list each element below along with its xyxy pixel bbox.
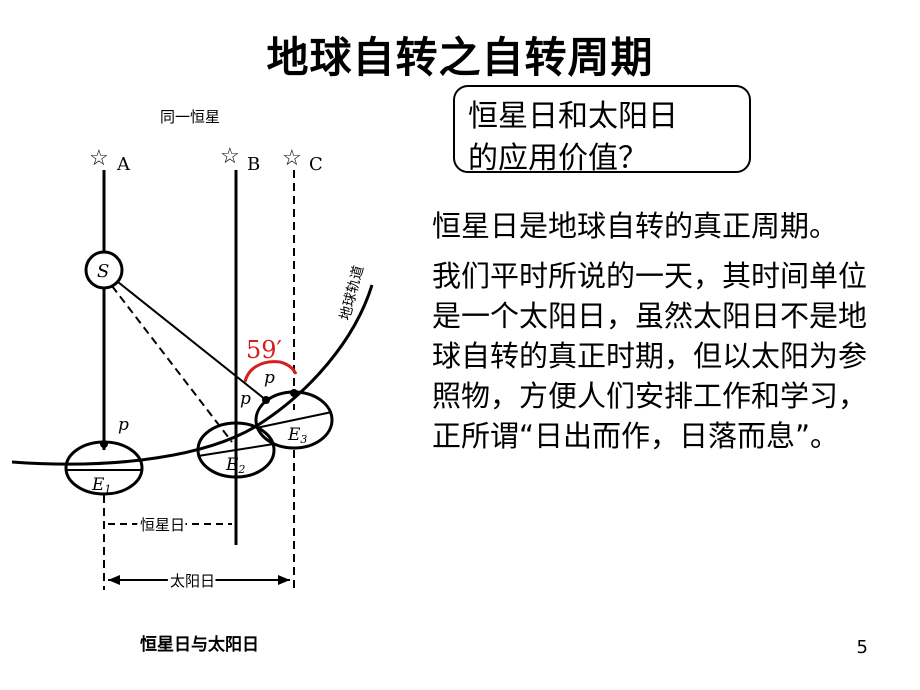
point-p-e1 xyxy=(100,440,108,448)
star-a-icon: ☆ xyxy=(89,146,109,171)
star-b-icon: ☆ xyxy=(220,144,240,169)
explanation-text: 恒星日是地球自转的真正周期。 我们平时所说的一天，其时间单位是一个太阳日，虽然太… xyxy=(432,206,872,466)
e1-letter: E xyxy=(91,475,105,495)
sun-ray-to-e3 xyxy=(117,281,267,401)
diagram-bottom-caption: 恒星日与太阳日 xyxy=(140,634,259,655)
diagram-top-caption: 同一恒星 xyxy=(160,108,220,126)
earth-e2 xyxy=(196,421,276,479)
e3-sub: 3 xyxy=(300,433,307,446)
callout-line-1: 恒星日和太阳日 xyxy=(468,99,678,134)
page-number: 5 xyxy=(856,637,868,658)
callout-box xyxy=(453,85,751,173)
star-a-label: A xyxy=(116,154,131,175)
earth-e1-label: E1 xyxy=(91,475,111,496)
paragraph-solar-day: 我们平时所说的一天，其时间单位是一个太阳日，虽然太阳日不是地球自转的真正时期，但… xyxy=(432,259,868,453)
sun-label: S xyxy=(97,261,109,282)
star-c-icon: ☆ xyxy=(282,146,302,171)
earth-e3-equator xyxy=(255,411,333,429)
solar-day-arrow-right xyxy=(278,575,290,585)
sun-ray-to-e2 xyxy=(111,285,233,443)
point-p-e1-label: p xyxy=(118,415,129,435)
earth-e2-equator xyxy=(197,443,275,457)
e2-sub: 2 xyxy=(237,463,245,476)
angle-label: 59′ xyxy=(246,336,282,364)
sun-circle xyxy=(84,250,124,290)
star-c-label: C xyxy=(309,154,323,175)
star-b-label: B xyxy=(247,154,260,175)
e3-letter: E xyxy=(287,425,301,445)
point-p-e2-label: p xyxy=(240,389,251,409)
angle-arc xyxy=(243,360,298,383)
earth-e3-label: E3 xyxy=(287,425,307,446)
callout-line-2: 的应用价值？ xyxy=(468,141,648,176)
e2-letter: E xyxy=(225,455,239,475)
point-p-e3 xyxy=(290,389,298,397)
e1-sub: 1 xyxy=(104,483,111,496)
slide-title: 地球自转之自转周期 xyxy=(266,33,654,82)
orbit-label: 地球轨道 xyxy=(337,264,367,322)
sidereal-solar-day-diagram: 同一恒星 ☆ A ☆ B ☆ C 地球轨道 S p E1 p E2 p E3 5… xyxy=(11,108,374,655)
solar-day-arrow-left xyxy=(108,575,120,585)
callout-text: 恒星日和太阳日 的应用价值？ xyxy=(468,96,748,180)
earth-orbit-curve xyxy=(11,284,374,466)
point-p-e3-label: p xyxy=(264,368,275,388)
solar-day-label: 太阳日 xyxy=(170,572,215,590)
earth-e2-label: E2 xyxy=(225,455,245,476)
sidereal-day-label: 恒星日 xyxy=(140,516,185,534)
question-callout xyxy=(453,85,751,173)
paragraph-sidereal-day: 恒星日是地球自转的真正周期。 xyxy=(432,209,839,243)
